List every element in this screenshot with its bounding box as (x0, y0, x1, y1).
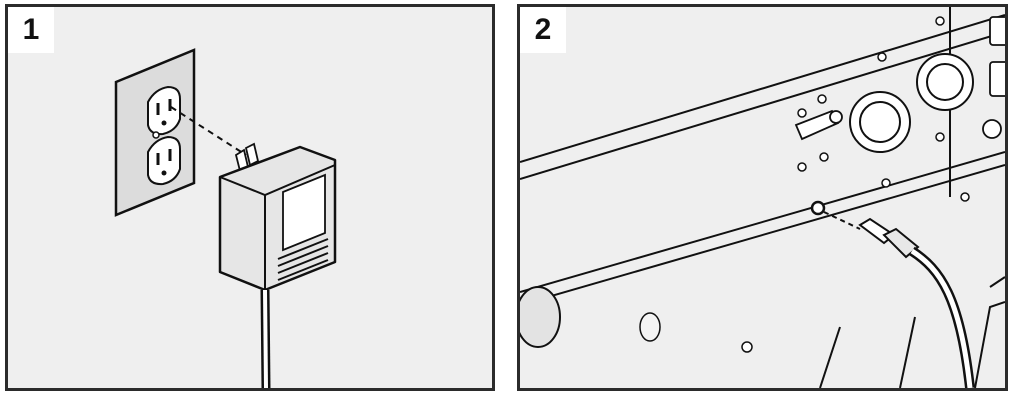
adapter-outlet-illustration (8, 7, 492, 388)
step-number: 2 (520, 7, 566, 53)
step-2-panel: 2 (517, 4, 1008, 391)
rocker-switch (983, 17, 1005, 138)
power-adapter (220, 147, 335, 290)
plug-jack-illustration (520, 7, 1005, 388)
dc-plug (860, 219, 918, 257)
outlet-receptacle-lower (148, 137, 180, 184)
round-control-knob (850, 54, 973, 152)
step-number: 1 (8, 7, 54, 53)
machine-housing (520, 7, 1005, 305)
dc-jack (812, 202, 824, 214)
insertion-guide-line (824, 212, 860, 229)
step-1-panel: 1 (5, 4, 495, 391)
power-cable (912, 251, 970, 388)
